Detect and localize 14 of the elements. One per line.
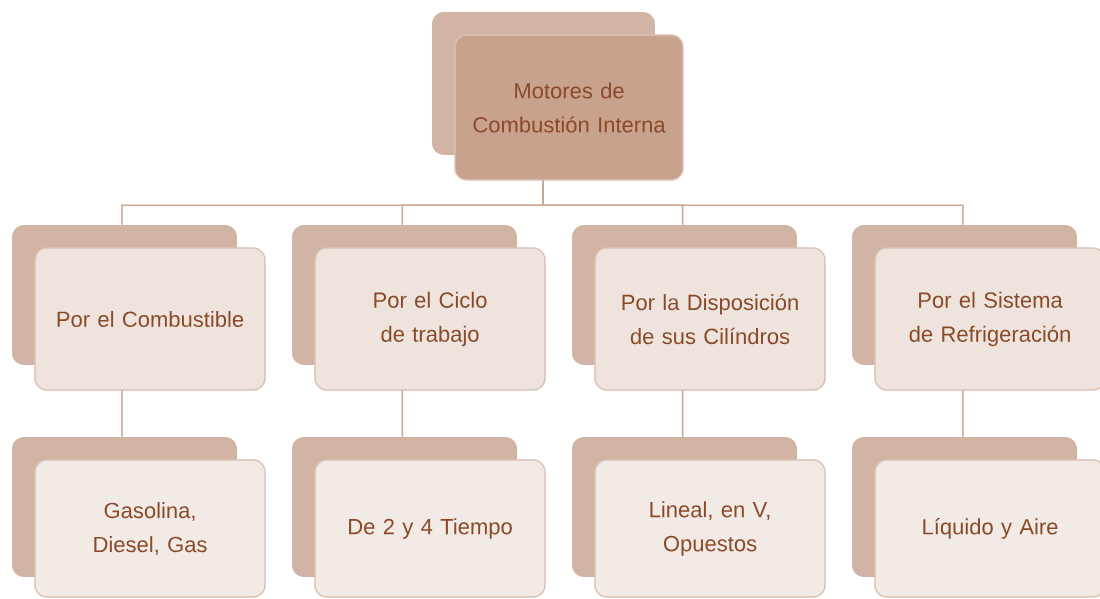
category-box: Por el Combustible bbox=[12, 225, 266, 391]
connector-line bbox=[401, 389, 404, 438]
example-box: De 2 y 4 Tiempo bbox=[292, 437, 546, 598]
example-box: Lineal, en V, Opuestos bbox=[572, 437, 826, 598]
category-box: Por el Sistema de Refrigeración bbox=[852, 225, 1100, 391]
category-box: Por el Ciclo de trabajo bbox=[292, 225, 546, 391]
connector-line bbox=[962, 389, 964, 438]
connector-line bbox=[542, 179, 964, 226]
category-box: Por la Disposición de sus Cilíndros bbox=[572, 225, 826, 391]
connector-line bbox=[121, 389, 123, 438]
example-box: Líquido y Aire bbox=[852, 437, 1100, 598]
example-box: Gasolina, Diesel, Gas bbox=[12, 437, 266, 598]
title-box: Motores de Combustión Interna bbox=[432, 12, 684, 181]
connector-line bbox=[681, 389, 684, 438]
